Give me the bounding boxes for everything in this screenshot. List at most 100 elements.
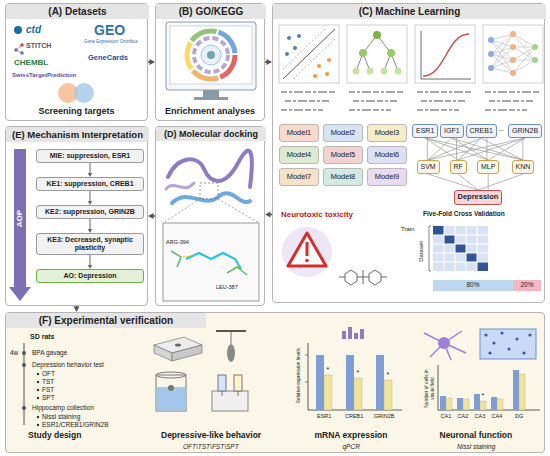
- experiment-illustrations: [346, 355, 354, 410]
- enrichment-monitor: [187, 31, 235, 79]
- experiment-illustrations: [37, 373, 39, 375]
- machine-learning-plots: [513, 47, 535, 60]
- machine-learning-plots: [513, 34, 535, 60]
- experiment-illustrations: [222, 391, 223, 396]
- machine-learning-plots: [281, 92, 539, 110]
- experiment-illustrations: [484, 333, 487, 336]
- connector-line: [90, 219, 91, 230]
- enrichment-monitor: [194, 97, 228, 100]
- machine-learning-plots: [513, 47, 535, 73]
- label: STITCH: [26, 42, 51, 50]
- machine-learning-plots: [433, 253, 488, 254]
- box-label: GRIN2B: [512, 127, 538, 135]
- box-label: Model8: [331, 173, 356, 182]
- experiment-illustrations: [497, 399, 503, 410]
- experiment-illustrations: [342, 331, 346, 339]
- connector-line: [427, 138, 428, 160]
- experiment-illustrations: [376, 355, 384, 410]
- machine-learning-plots: [444, 226, 445, 271]
- experiment-illustrations: [507, 347, 510, 350]
- aop-event-box: KE1: suppression, CREB1: [36, 177, 144, 191]
- experiment-illustrations: [480, 401, 486, 410]
- label: CHEMBL: [14, 58, 48, 67]
- machine-learning-plots: [349, 109, 391, 111]
- label: Neuronal function: [440, 431, 513, 441]
- experiment-illustrations: [22, 406, 26, 410]
- connector-line: [488, 174, 489, 190]
- label: Depressive-like behavior: [161, 431, 261, 441]
- experiment-illustrations: [492, 341, 495, 344]
- machine-learning-plots: [455, 226, 456, 271]
- machine-learning-plots: [325, 72, 329, 76]
- machine-learning-plots: [510, 70, 516, 76]
- experiment-illustrations: [231, 331, 232, 344]
- box-label: MIE: suppression, ESR1: [40, 152, 140, 160]
- box-label: Model5: [331, 151, 356, 160]
- panel-caption: Screening targets: [6, 106, 147, 116]
- experiment-illustrations: [308, 343, 402, 410]
- box-label: ESR1: [416, 127, 434, 135]
- model-box: Model8: [323, 168, 363, 186]
- panel: (F) Experimental verificationSD rats4wBP…: [5, 312, 545, 453]
- classifier-box: MLP: [477, 160, 499, 174]
- label: BPA gavage: [32, 349, 67, 356]
- model-box: Model3: [367, 124, 407, 142]
- machine-learning-plots: [433, 262, 488, 263]
- experiment-illustrations: [457, 398, 463, 410]
- connector-line: [488, 138, 525, 160]
- gene-box: CREB1: [466, 124, 497, 138]
- connector: [265, 59, 272, 65]
- connector: [522, 138, 523, 160]
- machine-learning-plots: [510, 44, 516, 50]
- label: GEO: [94, 22, 125, 38]
- label: CA1: [441, 413, 452, 419]
- enrichment-monitor: [194, 38, 228, 72]
- label: Gene Expression Omnibus: [84, 39, 138, 44]
- machine-learning-plots: [367, 68, 374, 75]
- machine-learning-plots: [417, 91, 471, 93]
- model-box: Model7: [279, 168, 319, 186]
- label: SwissTargetPrediction: [12, 72, 76, 79]
- box-label: AO: Depression: [40, 272, 140, 280]
- machine-learning-plots: [491, 47, 513, 54]
- machine-learning-plots: [485, 109, 527, 111]
- machine-learning-plots: [297, 34, 301, 38]
- machine-learning-plots: [433, 226, 488, 271]
- machine-learning-plots: [369, 270, 381, 285]
- aop-event-box: MIE: suppression, ESR1: [36, 149, 144, 163]
- experiment-illustrations: [438, 365, 540, 410]
- classifier-box: KNN: [512, 160, 535, 174]
- panel: (D) Molecular dockingARG-394LEU-387: [155, 126, 265, 306]
- machine-learning-plots: [423, 34, 469, 76]
- experiment-illustrations: [463, 399, 469, 410]
- machine-learning-plots: [349, 91, 403, 93]
- model-box: Model1: [279, 124, 319, 142]
- aop-arrow: [9, 149, 31, 301]
- machine-learning-plots: [491, 54, 513, 73]
- protein-structure: [236, 263, 239, 267]
- box-label: Model2: [331, 129, 356, 138]
- connector: [148, 213, 155, 219]
- machine-learning-plots: [513, 60, 535, 73]
- connector: [425, 138, 488, 160]
- connector: [425, 138, 523, 160]
- machine-learning-plots: [339, 277, 345, 278]
- machine-learning-plots: [444, 235, 455, 244]
- label: LEU-387: [216, 284, 238, 290]
- connector: [88, 191, 92, 205]
- arrowhead: [265, 211, 271, 217]
- machine-learning-plots: [285, 100, 329, 102]
- enrichment-monitor: [170, 26, 252, 84]
- machine-learning-plots: [491, 34, 535, 73]
- aop-arrow: [14, 149, 26, 287]
- label: mRNA expression: [315, 431, 388, 441]
- machine-learning-plots: [317, 64, 321, 68]
- database-logos: [14, 48, 18, 52]
- experiment-illustrations: [488, 351, 491, 354]
- machine-learning-plots: [417, 109, 459, 111]
- connector: [428, 138, 481, 160]
- connector-line: [478, 174, 523, 190]
- label: AOP: [15, 198, 24, 238]
- experiment-illustrations: [354, 378, 362, 410]
- machine-learning-plots: [305, 259, 309, 263]
